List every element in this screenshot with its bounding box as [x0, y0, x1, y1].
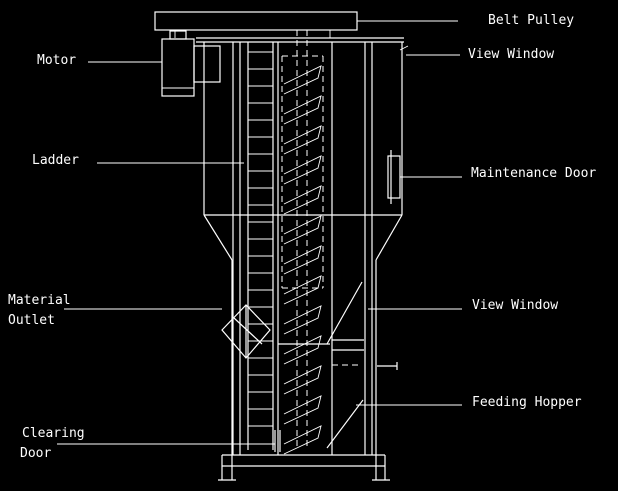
label-view-window-top: View Window	[468, 47, 555, 62]
motor-mount	[193, 45, 221, 83]
screw-flight	[283, 305, 322, 335]
label-material-outlet-line2: Outlet	[8, 313, 55, 328]
screw-flight	[283, 155, 322, 185]
ladder-rungs	[248, 51, 273, 427]
belt-pulley-body	[154, 11, 358, 31]
label-ladder: Ladder	[32, 153, 79, 168]
screw-flight	[283, 395, 322, 425]
screw-flight	[283, 365, 322, 395]
screw-flight	[283, 425, 322, 455]
screw-flight	[283, 185, 322, 215]
cone-left	[203, 214, 233, 261]
lower-chute-upper	[326, 281, 363, 345]
label-belt-pulley: Belt Pulley	[488, 13, 575, 28]
label-clearing-door-line1: Clearing	[22, 426, 85, 441]
lower-chute-lower	[326, 399, 364, 449]
label-view-window-mid: View Window	[472, 298, 559, 313]
screw-flight	[283, 335, 322, 365]
material-outlet-box	[221, 304, 271, 359]
screw-flights	[283, 65, 322, 455]
screw-flight	[283, 215, 322, 245]
view-window-top-mark	[399, 45, 409, 51]
screw-flight	[283, 125, 322, 155]
label-maintenance-door: Maintenance Door	[471, 166, 597, 181]
label-clearing-door-line2: Door	[20, 446, 52, 461]
screw-flight	[283, 95, 322, 125]
screw-flight	[283, 245, 322, 275]
motor-shaft	[169, 30, 187, 40]
label-feeding-hopper: Feeding Hopper	[472, 395, 582, 410]
screw-flight	[283, 275, 322, 305]
screw-flight	[283, 65, 322, 95]
maintenance-door-body	[387, 155, 401, 199]
label-material-outlet-line1: Material	[8, 293, 71, 308]
motor-body	[161, 38, 195, 97]
material-outlet-chute	[233, 317, 263, 345]
cone-right	[375, 214, 403, 261]
label-motor: Motor	[37, 53, 77, 68]
